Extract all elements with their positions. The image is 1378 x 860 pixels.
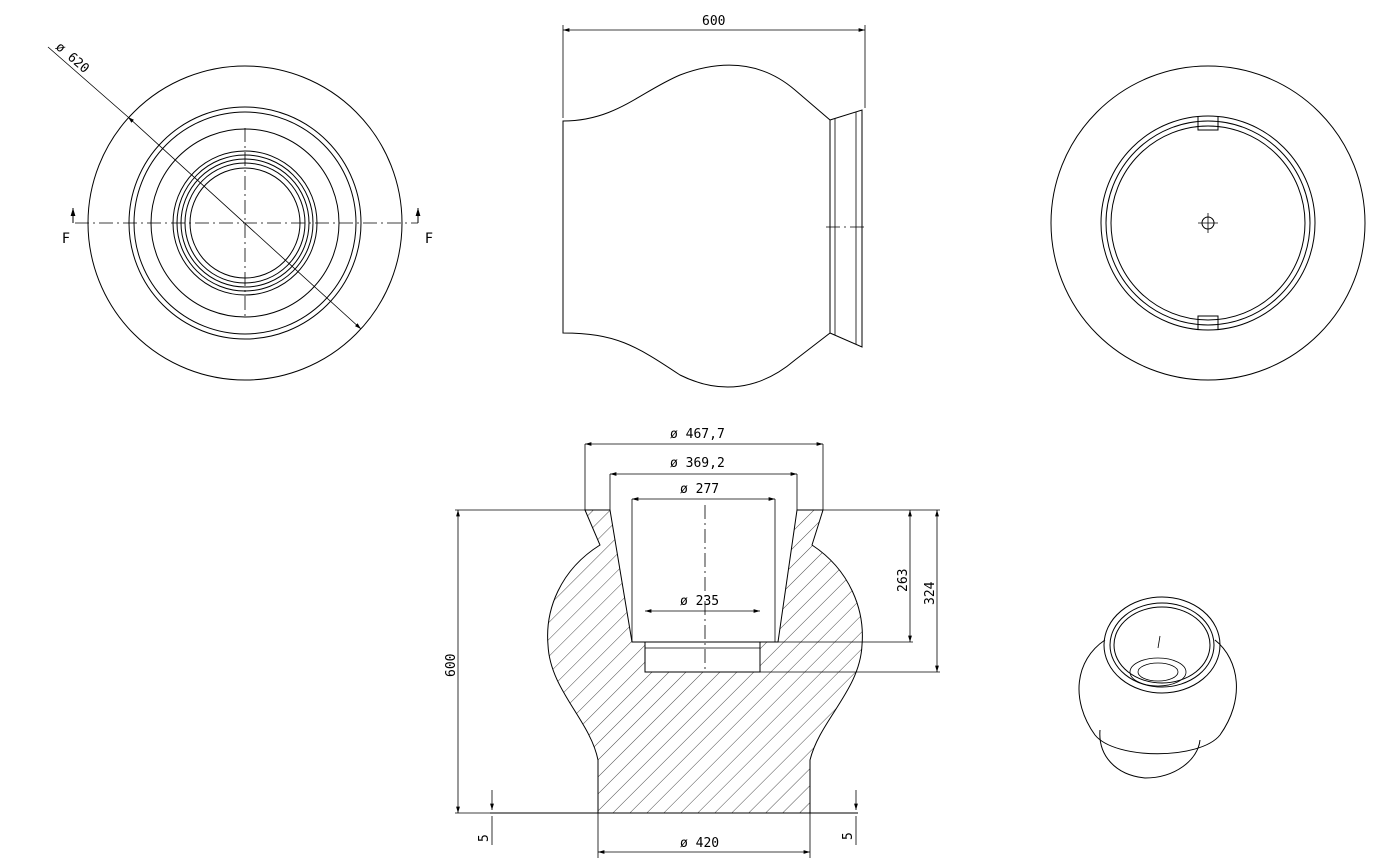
base-thickness-left: 5	[477, 834, 492, 842]
base-ring	[1100, 115, 1316, 331]
iso-rim	[1109, 602, 1215, 688]
dia-recess: ø 235	[680, 594, 719, 609]
outer-circle	[1050, 65, 1366, 381]
hatched-section	[547, 509, 863, 814]
iso-rim-outer	[1103, 596, 1221, 694]
isometric-view	[1078, 596, 1237, 779]
base-thickness-right: 5	[841, 832, 856, 840]
iso-foot	[1099, 729, 1201, 779]
iso-rim-inner	[1113, 606, 1211, 684]
notch-bottom	[1197, 315, 1219, 329]
iso-mark	[1157, 635, 1161, 649]
iso-inner-floor	[1137, 662, 1179, 682]
height-total: 600	[444, 654, 459, 677]
base-ring	[1110, 125, 1306, 321]
notch-top	[1197, 117, 1219, 131]
diameter-label: ø 620	[52, 40, 91, 77]
diameter-dimension-line	[127, 116, 362, 330]
diameter-leader	[47, 46, 129, 118]
dia-top-inner: ø 277	[680, 482, 719, 497]
vase-rim	[829, 109, 863, 348]
width-label: 600	[702, 14, 725, 29]
iso-body	[1078, 639, 1237, 755]
section-mark-left: F	[62, 231, 70, 247]
top-view: ø 620 F F	[47, 40, 433, 381]
section-mark-right: F	[425, 231, 433, 247]
dia-top-mid: ø 369,2	[670, 456, 725, 471]
base-ring	[1105, 120, 1311, 326]
bottom-view	[1050, 65, 1366, 381]
depth-263: 263	[896, 569, 911, 592]
dia-base: ø 420	[680, 836, 719, 851]
dia-top-outer: ø 467,7	[670, 427, 725, 442]
recess	[644, 641, 761, 673]
depth-324: 324	[923, 581, 938, 605]
section-view: ø 467,7 ø 369,2 ø 277 ø 235 600 263 324 …	[444, 427, 940, 858]
iso-inner-floor	[1129, 657, 1187, 687]
side-view: 600	[562, 14, 866, 388]
vase-silhouette	[562, 64, 831, 388]
